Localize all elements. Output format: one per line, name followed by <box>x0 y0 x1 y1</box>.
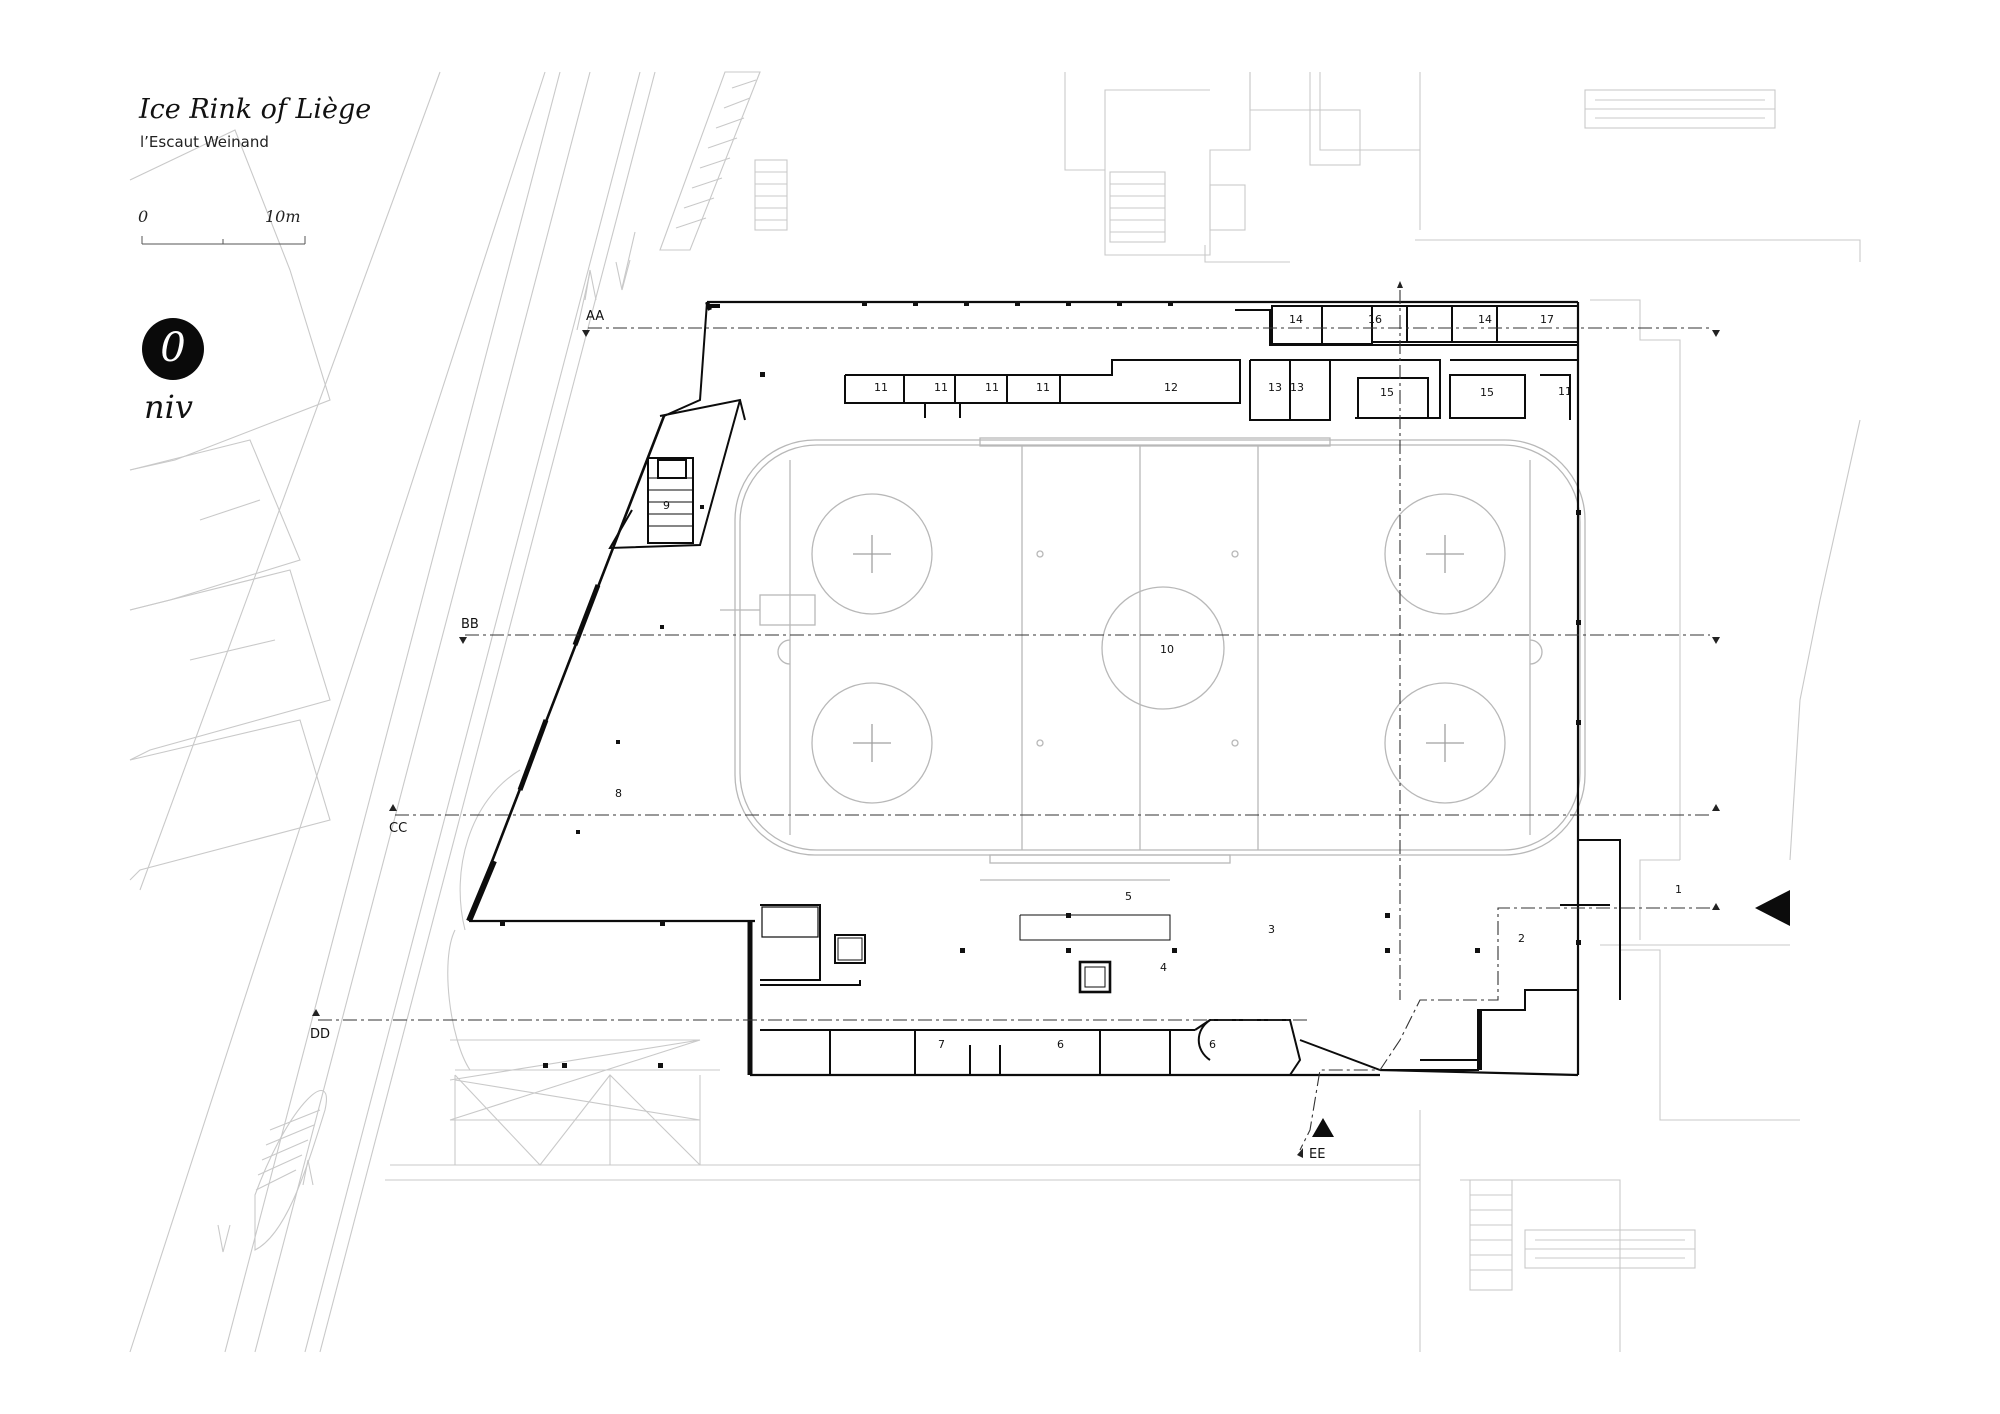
room-label-11c: 11 <box>985 381 999 394</box>
room-label-17: 17 <box>1540 313 1554 326</box>
room-label-4: 4 <box>1160 961 1167 974</box>
room-label-12: 12 <box>1164 381 1178 394</box>
room-label-11d: 11 <box>1036 381 1050 394</box>
scale-start-label: 0 <box>138 207 149 226</box>
drawing-subtitle: l’Escaut Weinand <box>140 133 269 151</box>
room-label-13b: 13 <box>1290 381 1304 394</box>
section-label-bb: BB <box>461 617 479 632</box>
entrance-arrow-south <box>1312 1118 1334 1137</box>
building-walls <box>466 300 1621 1077</box>
room-labels: 1 2 3 4 5 6 6 7 8 9 10 11 11 11 11 11 12… <box>615 313 1682 1051</box>
room-label-8: 8 <box>615 787 622 800</box>
section-label-cc: CC <box>389 821 407 836</box>
room-label-5: 5 <box>1125 890 1132 903</box>
room-label-15b: 15 <box>1480 386 1494 399</box>
room-label-10: 10 <box>1160 643 1174 656</box>
room-label-15a: 15 <box>1380 386 1394 399</box>
room-label-6a: 6 <box>1057 1038 1064 1051</box>
ice-rink <box>720 437 1586 881</box>
drawing-title: Ice Rink of Liège <box>139 94 372 125</box>
room-label-11a: 11 <box>874 381 888 394</box>
room-label-14a: 14 <box>1289 313 1303 326</box>
room-label-2: 2 <box>1518 932 1525 945</box>
entrance-arrow-east <box>1755 890 1790 926</box>
section-lines <box>318 290 1710 1151</box>
section-label-ee: EE <box>1309 1147 1325 1162</box>
room-label-6b: 6 <box>1209 1038 1216 1051</box>
room-label-9: 9 <box>663 499 670 512</box>
section-label-aa: AA <box>586 309 604 324</box>
room-label-1: 1 <box>1675 883 1682 896</box>
level-name: niv <box>144 388 193 426</box>
room-label-7: 7 <box>938 1038 945 1051</box>
scale-bar <box>141 236 306 245</box>
room-label-16: 16 <box>1368 313 1382 326</box>
columns <box>500 301 1581 1068</box>
section-label-dd: DD <box>310 1027 330 1042</box>
room-label-11e: 11 <box>1558 385 1572 398</box>
room-label-13a: 13 <box>1268 381 1282 394</box>
section-labels: AA BB CC DD EE <box>310 309 1325 1162</box>
site-context <box>129 71 1861 1353</box>
section-markers <box>312 281 1720 1158</box>
room-label-3: 3 <box>1268 923 1275 936</box>
room-label-14b: 14 <box>1478 313 1492 326</box>
level-badge: 0 <box>142 318 204 380</box>
room-label-11b: 11 <box>934 381 948 394</box>
scale-end-label: 10m <box>265 207 301 226</box>
